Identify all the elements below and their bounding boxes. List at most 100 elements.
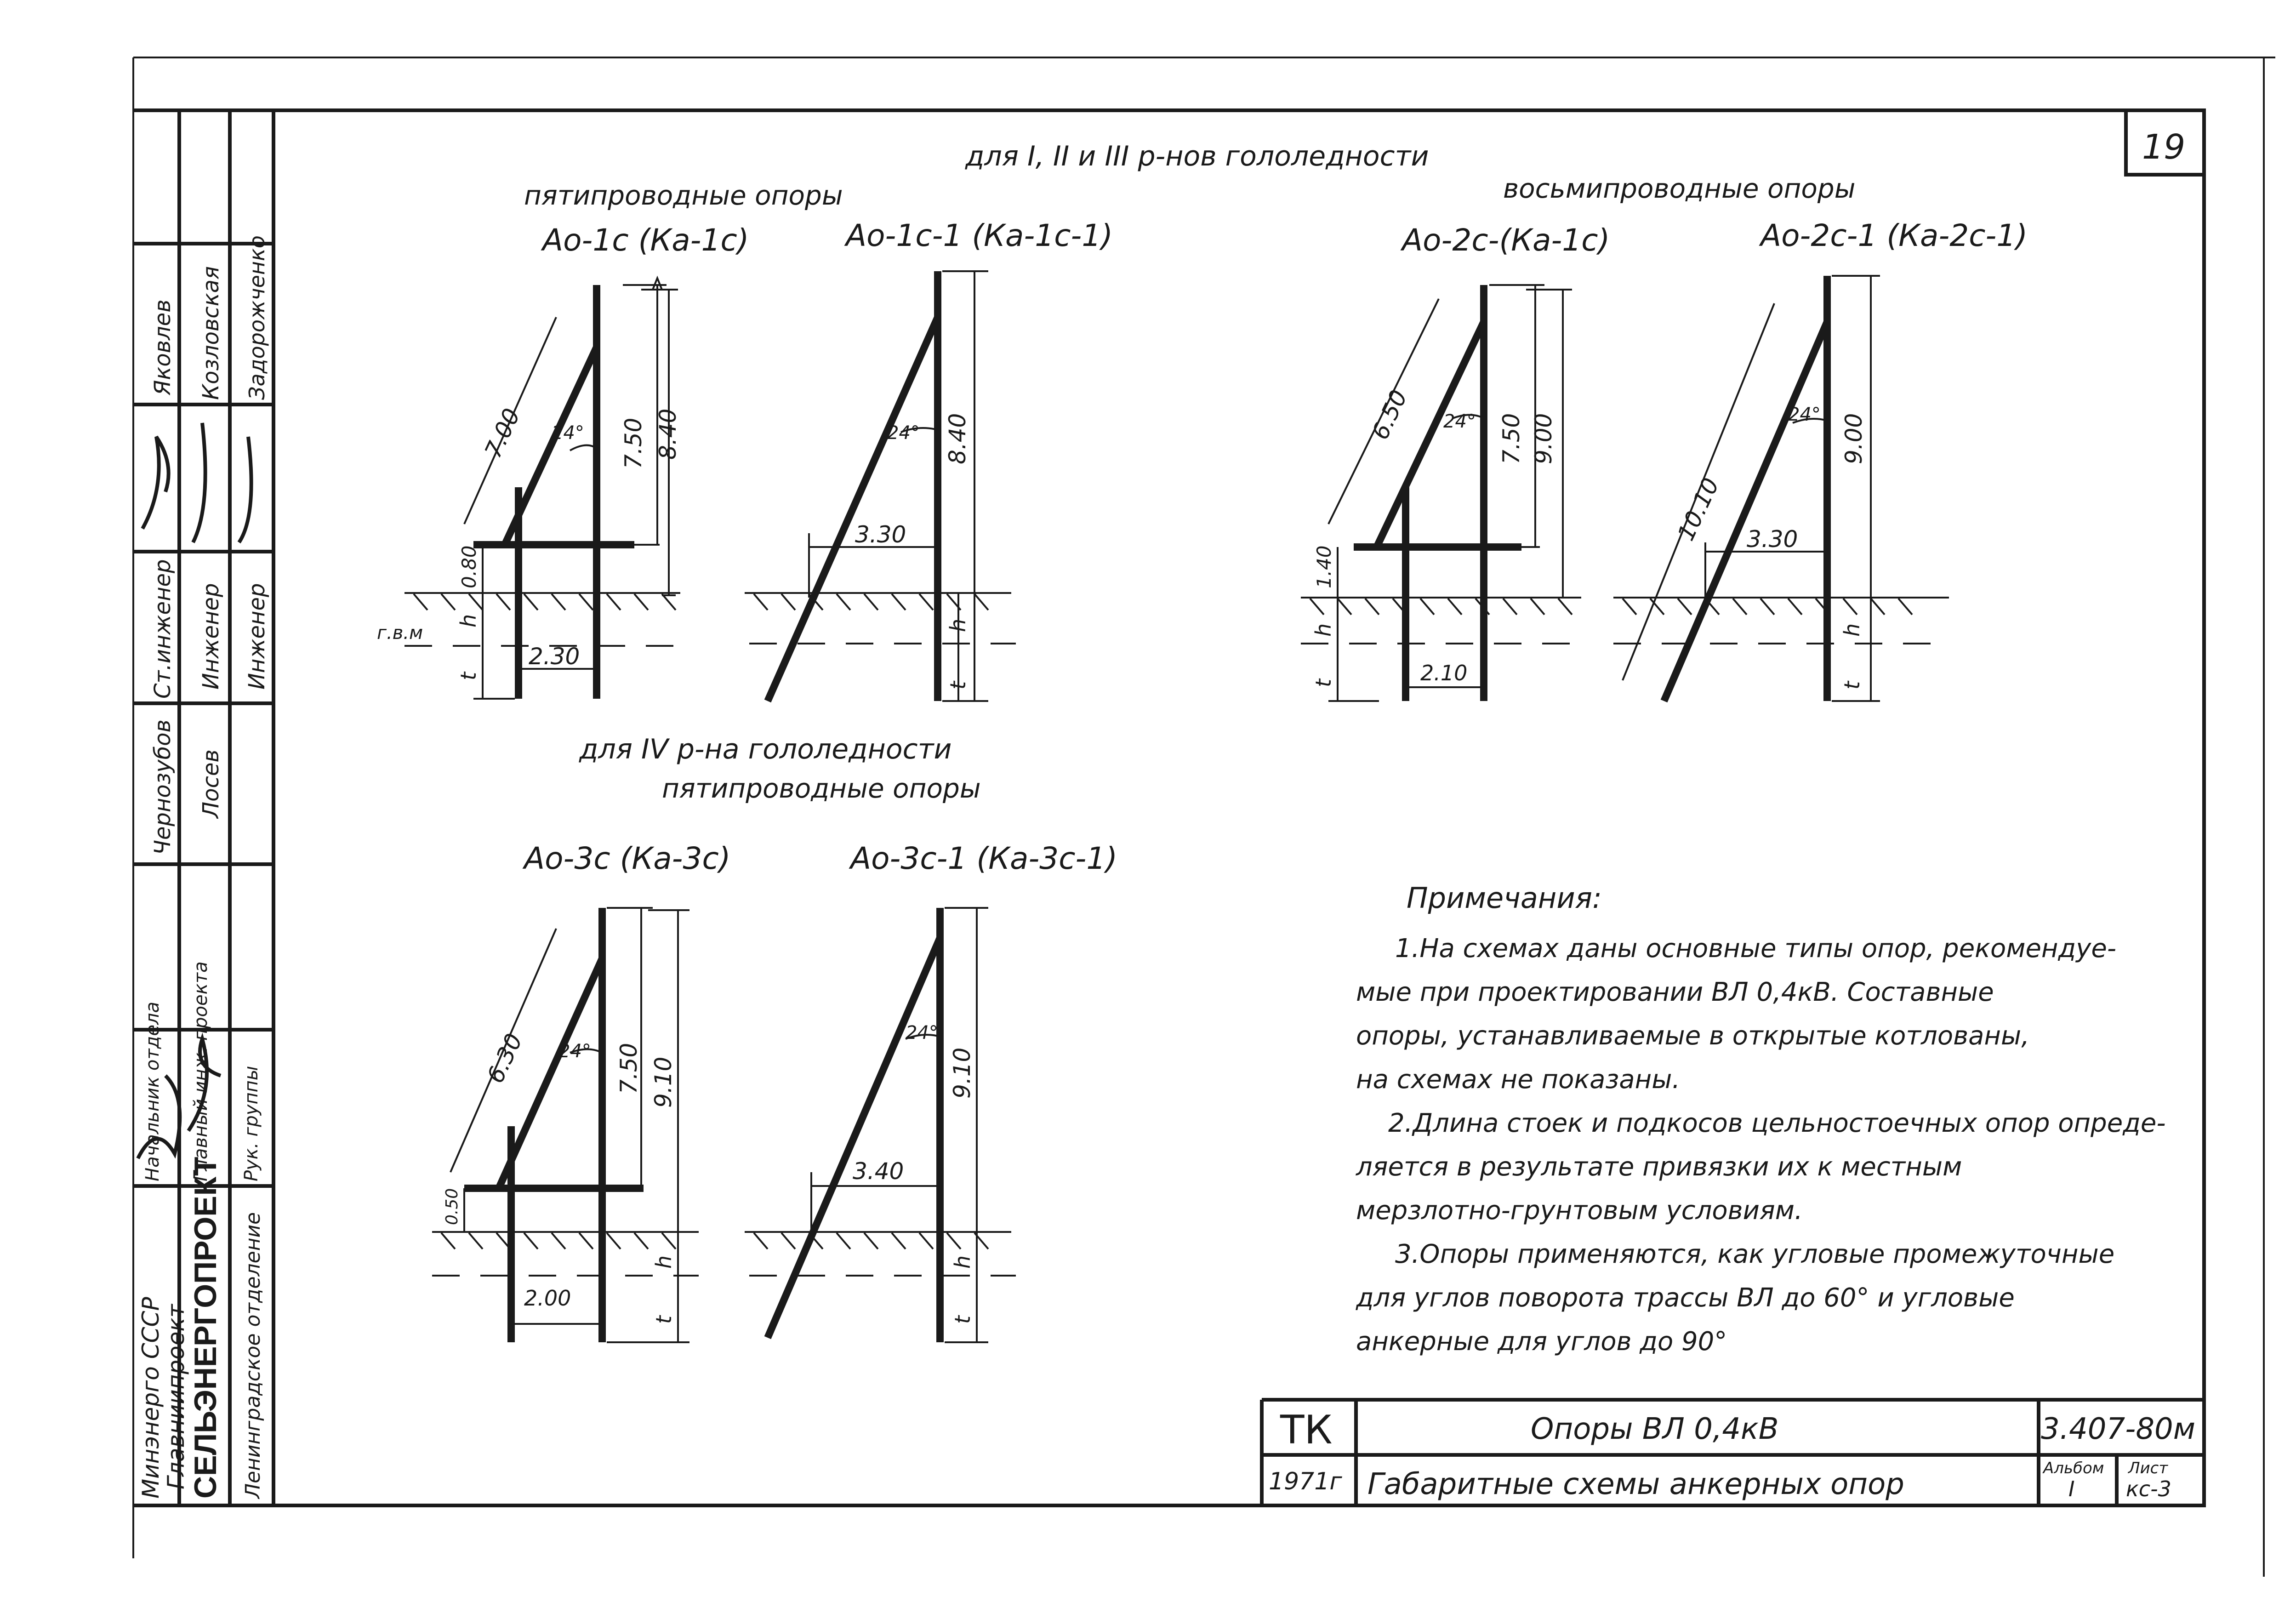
sheet-label: Лист xyxy=(2127,1459,2168,1477)
album-label: Альбом xyxy=(2042,1459,2104,1477)
dim-base xyxy=(1704,542,1827,602)
h-label: h xyxy=(651,1255,676,1269)
name-losev: Лосев xyxy=(198,749,224,819)
year-label: 1971г xyxy=(1269,1468,1342,1495)
dim-h2-label: 9.00 xyxy=(1840,413,1867,464)
brace xyxy=(495,957,606,1190)
dim-step-label: 0.50 xyxy=(443,1188,461,1225)
dim-h2 xyxy=(607,909,689,1343)
dim-h2-label: 8.40 xyxy=(655,409,681,460)
dim-base-label: 3.30 xyxy=(1747,526,1798,553)
note-line: мерзлотно-грунтовым условиям. xyxy=(1356,1196,1803,1226)
dim-base-label: 2.00 xyxy=(524,1286,571,1311)
angle-arc xyxy=(1792,418,1828,424)
diagram-title: Ао-3с-1 (Ка-3с-1) xyxy=(849,841,1117,876)
angle-arc xyxy=(570,444,598,451)
note-line: анкерные для углов до 90° xyxy=(1356,1327,1727,1357)
doc-code: 3.407-80м xyxy=(2041,1412,2195,1446)
sheet-value: кс-3 xyxy=(2126,1476,2171,1501)
h-label: h xyxy=(456,614,481,627)
dim-brace-label: 6.30 xyxy=(482,1030,528,1087)
dim-depth xyxy=(1328,547,1379,702)
dim-h2 xyxy=(1832,275,1880,702)
title-block-grid xyxy=(1260,1398,2204,1505)
diagram-ao-1c: Ао-1с (Ка-1с) 7.00 7.50 8.40 24° 2.30 0.… xyxy=(377,222,749,700)
note-line: ляется в результате привязки их к местны… xyxy=(1356,1152,1962,1182)
notes-title: Примечания: xyxy=(1407,881,1602,915)
name-yakovlev: Яковлев xyxy=(150,300,176,396)
dim-base xyxy=(808,533,938,598)
dim-base-label: 2.10 xyxy=(1420,661,1467,685)
org-branch: Ленинградское отделение xyxy=(241,1212,265,1499)
org-ministry: Минэнерго СССР xyxy=(137,1297,164,1499)
diagram-ao-2c: Ао-2с-(Ка-1с) 6.50 7.50 9.00 24° 2.10 1.… xyxy=(1301,222,1610,702)
dim-h1 xyxy=(607,907,653,1188)
t-label: t xyxy=(946,680,970,690)
note-line: 1.На схемах даны основные типы опор, рек… xyxy=(1395,934,2116,963)
notes: Примечания: 1.На схемах даны основные ти… xyxy=(1356,881,2166,1357)
angle-label: 24° xyxy=(1443,411,1476,432)
angle-label: 24° xyxy=(1788,404,1821,425)
diagram-title: Ао-1с (Ка-1с) xyxy=(541,222,749,258)
angle-label: 24° xyxy=(558,1041,591,1062)
role-engineer: Инженер xyxy=(198,583,224,690)
dim-base-label: 3.30 xyxy=(855,521,906,548)
brace xyxy=(764,936,944,1340)
dim-h2-label: 9.10 xyxy=(650,1057,677,1108)
angle-arc xyxy=(570,1048,603,1054)
role-senior-engineer: Ст.инженер xyxy=(150,559,176,699)
side-stamp: Минэнерго СССР Главниипроект СЕЛЬЭНЕРГОП… xyxy=(133,108,275,1507)
brace xyxy=(1373,320,1487,549)
name-zadorozhchenko: Задорожченко xyxy=(245,235,269,400)
ground-hatch xyxy=(753,593,989,611)
dim-h2-label: 9.10 xyxy=(949,1048,975,1099)
dim-brace xyxy=(1622,303,1775,681)
ground-hatch xyxy=(413,593,677,611)
ground-hatch xyxy=(753,1232,989,1250)
dim-h2 xyxy=(945,907,988,1343)
note-line: на схемах не показаны. xyxy=(1356,1065,1680,1095)
dim-base xyxy=(518,657,597,680)
angle-arc xyxy=(900,427,938,433)
title-name-2: Габаритные схемы анкерных опор xyxy=(1367,1467,1904,1501)
diagram-title: Ао-2с-1 (Ка-2с-1) xyxy=(1759,218,2028,253)
angle-label: 24° xyxy=(906,1022,938,1043)
role-head-dept: Начальник отдела xyxy=(142,1002,163,1181)
title-block: ТК 1971г Опоры ВЛ 0,4кВ Габаритные схемы… xyxy=(1260,1398,2204,1505)
org-institute: Главниипроект xyxy=(163,1303,189,1489)
dim-step-label: 1.40 xyxy=(1313,545,1335,588)
dim-brace-label: 7.00 xyxy=(479,405,525,462)
tk-label: ТК xyxy=(1280,1407,1333,1453)
dim-brace-label: 10.10 xyxy=(1672,474,1724,545)
dim-brace-label: 6.50 xyxy=(1367,386,1413,444)
side-stamp-columns xyxy=(133,108,275,1507)
title-name-1: Опоры ВЛ 0,4кВ xyxy=(1531,1412,1779,1446)
outer-frame-line xyxy=(132,57,2275,1577)
dim-step-label: 0.80 xyxy=(458,545,480,588)
dim-h2 xyxy=(942,270,988,702)
diagram-title: Ао-2с-(Ка-1с) xyxy=(1400,222,1610,258)
note-line: 3.Опоры применяются, как угловые промежу… xyxy=(1395,1239,2114,1269)
h-label: h xyxy=(1311,623,1336,637)
album-value: I xyxy=(2068,1476,2075,1501)
note-line: мые при проектировании ВЛ 0,4кВ. Составн… xyxy=(1356,977,1994,1007)
diagram-title: Ао-1с-1 (Ка-1с-1) xyxy=(844,218,1113,253)
note-line: для углов поворота трассы ВЛ до 60° и уг… xyxy=(1356,1283,2015,1313)
dim-h1 xyxy=(623,275,667,546)
role-group-head: Рук. группы xyxy=(241,1066,262,1181)
signature-scribble xyxy=(141,422,253,544)
name-kozlovskaya: Козловская xyxy=(198,266,224,400)
gwl-label: г.в.м xyxy=(377,622,423,644)
page-number-box xyxy=(2124,110,2204,177)
dim-h2 xyxy=(1526,289,1572,598)
t-label: t xyxy=(651,1315,676,1324)
dim-h2-label: 9.00 xyxy=(1530,413,1557,464)
angle-arc xyxy=(1452,414,1484,419)
dim-brace xyxy=(450,928,557,1173)
ground-hatch xyxy=(440,1232,677,1250)
ground-hatch xyxy=(1309,598,1573,616)
page-number: 19 xyxy=(2142,127,2185,167)
dim-h2-label: 8.40 xyxy=(944,413,971,464)
brace xyxy=(764,315,941,703)
